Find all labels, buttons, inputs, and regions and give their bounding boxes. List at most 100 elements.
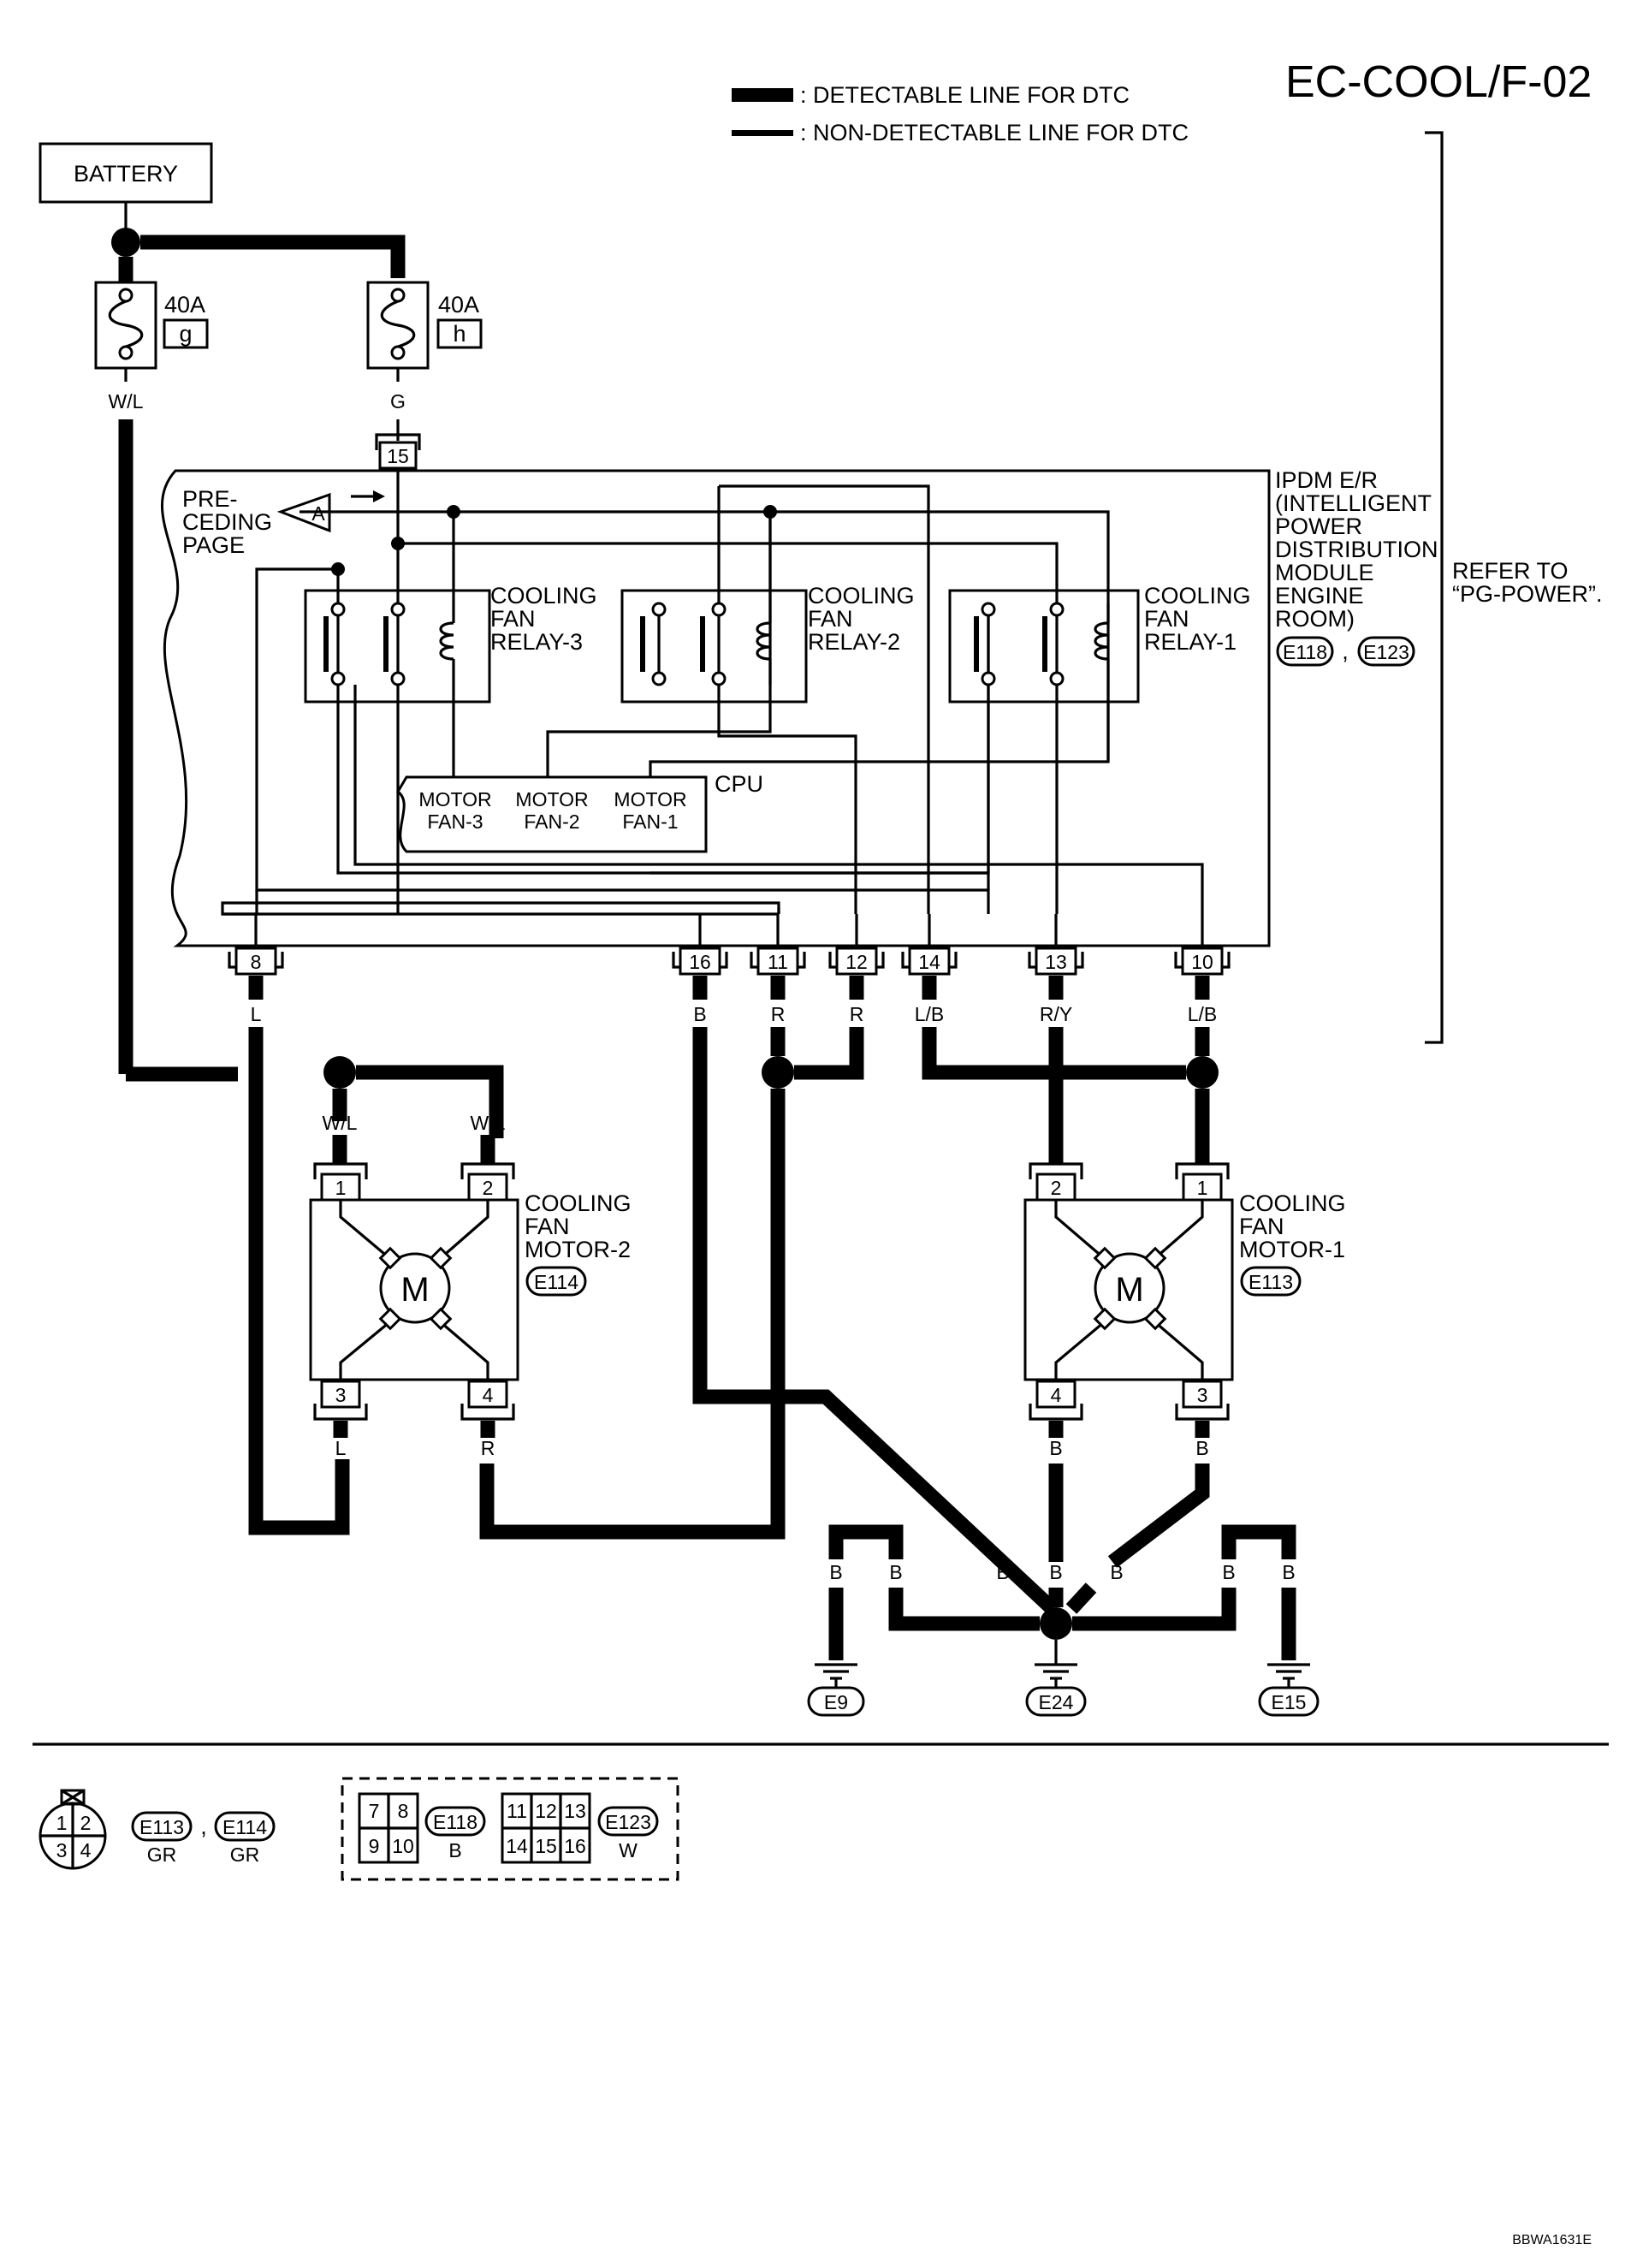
svg-text:15: 15 [535, 1835, 557, 1857]
svg-text:8: 8 [398, 1800, 409, 1822]
svg-text:W: W [619, 1839, 638, 1861]
cooling-fan-relay-1: COOLING FAN RELAY-1 [948, 583, 1251, 704]
wire-color-fuse-h: G [390, 390, 406, 413]
svg-text:COOLING: COOLING [808, 583, 915, 609]
svg-text:B: B [889, 1561, 902, 1583]
svg-text:FAN-1: FAN-1 [622, 810, 678, 833]
svg-text:ENGINE: ENGINE [1275, 583, 1364, 609]
svg-text:W/L: W/L [471, 1112, 506, 1134]
battery-box [39, 142, 213, 204]
svg-text:B: B [1282, 1561, 1295, 1583]
refer-bracket [1425, 131, 1444, 1044]
footer-code: BBWA1631E [1512, 2233, 1592, 2247]
svg-text:COOLING: COOLING [525, 1190, 632, 1216]
preceding-page-ref: PRE- CEDING PAGE A [182, 486, 385, 558]
ipdm-connector-e123: E123 [1363, 641, 1409, 663]
svg-text:8: 8 [251, 951, 262, 973]
wire-color-fuse-g: W/L [109, 390, 144, 413]
svg-text:2: 2 [80, 1812, 92, 1834]
svg-text:E24: E24 [1039, 1691, 1074, 1713]
svg-text:FAN-3: FAN-3 [427, 810, 483, 833]
refer-line-2: “PG-POWER”. [1452, 581, 1603, 607]
svg-text:R: R [771, 1003, 786, 1025]
svg-text:GR: GR [147, 1843, 177, 1866]
fuse-g-id: g [179, 321, 192, 347]
fuse-g-rating: 40A [164, 292, 205, 318]
svg-text:B: B [1049, 1561, 1062, 1583]
svg-text:A: A [311, 502, 325, 525]
svg-text:E113: E113 [1249, 1271, 1293, 1293]
svg-text:2: 2 [1051, 1177, 1062, 1199]
svg-text:MOTOR: MOTOR [418, 788, 491, 810]
svg-text:FAN: FAN [1239, 1214, 1284, 1239]
svg-text:1: 1 [56, 1812, 68, 1834]
svg-text:2: 2 [483, 1177, 494, 1199]
svg-text:R: R [481, 1437, 495, 1459]
svg-text:10: 10 [1191, 951, 1213, 973]
splice-lb [1186, 1056, 1219, 1089]
ground-e15: E15 [1258, 1663, 1320, 1717]
svg-text:15: 15 [387, 445, 409, 467]
svg-text:POWER: POWER [1275, 514, 1362, 539]
svg-text:DISTRIBUTION: DISTRIBUTION [1275, 537, 1438, 562]
svg-text:E15: E15 [1272, 1691, 1307, 1713]
ground-e9: E9 [807, 1663, 865, 1717]
svg-text:FAN: FAN [525, 1214, 570, 1239]
ipdm-label: IPDM E/R (INTELLIGENT POWER DISTRIBUTION… [1275, 467, 1438, 632]
svg-text:PAGE: PAGE [182, 532, 245, 558]
svg-text:R/Y: R/Y [1040, 1003, 1072, 1025]
fuse-h: 40A h G [366, 281, 483, 413]
svg-text:L: L [335, 1437, 347, 1459]
svg-text:16: 16 [689, 951, 711, 973]
svg-text:MOTOR: MOTOR [515, 788, 588, 810]
svg-text:13: 13 [1045, 951, 1067, 973]
svg-text:B: B [693, 1003, 706, 1025]
svg-text:GR: GR [230, 1843, 260, 1866]
svg-text:4: 4 [483, 1384, 494, 1406]
ground-splice [1040, 1607, 1072, 1640]
cooling-fan-motor-2: 1 2 M 3 4 COOLING FAN MOTOR-2 E114 [309, 1162, 632, 1421]
svg-text:10: 10 [392, 1835, 414, 1857]
svg-text:13: 13 [564, 1800, 586, 1822]
ipdm-module-outline [160, 469, 1271, 947]
terminal-12: 12 R [828, 947, 885, 1025]
svg-text:,: , [1342, 638, 1349, 664]
svg-text:12: 12 [845, 951, 868, 973]
svg-text:COOLING: COOLING [1144, 583, 1251, 609]
svg-text:FAN-2: FAN-2 [524, 810, 579, 833]
terminal-16: 16 B [672, 947, 728, 1025]
svg-text:9: 9 [369, 1835, 380, 1857]
svg-text:B: B [1222, 1561, 1235, 1583]
round-connector-view: 1 2 3 4 E113 GR , E114 GR [39, 1789, 276, 1870]
svg-text:MODULE: MODULE [1275, 560, 1374, 585]
svg-text:B: B [996, 1561, 1009, 1583]
ipdm-connector-e118: E118 [1283, 641, 1327, 663]
svg-text:B: B [1110, 1561, 1123, 1583]
svg-text:4: 4 [1051, 1384, 1062, 1406]
svg-text:COOLING: COOLING [1239, 1190, 1346, 1216]
svg-text:MOTOR: MOTOR [614, 788, 686, 810]
svg-text:12: 12 [535, 1800, 557, 1822]
svg-text:MOTOR-2: MOTOR-2 [525, 1237, 631, 1262]
svg-text:B: B [1195, 1437, 1208, 1459]
svg-text:B: B [1049, 1437, 1062, 1459]
legend-thick-swatch [732, 88, 793, 102]
svg-text:L/B: L/B [1188, 1003, 1218, 1025]
fuse-h-id: h [453, 321, 466, 347]
svg-text:E9: E9 [824, 1691, 848, 1713]
battery-label: BATTERY [74, 161, 178, 187]
ipdm-connector-view: 7 8 9 10 E118 B 11 12 13 14 15 16 E123 W [341, 1777, 679, 1881]
svg-text:L/B: L/B [915, 1003, 945, 1025]
svg-text:7: 7 [369, 1800, 380, 1822]
terminal-10: 10 L/B [1174, 947, 1231, 1025]
fuse-g: 40A g W/L [94, 281, 209, 413]
svg-text:1: 1 [1197, 1177, 1208, 1199]
svg-text:FAN: FAN [490, 606, 536, 632]
svg-text:3: 3 [335, 1384, 347, 1406]
svg-text:PRE-: PRE- [182, 486, 238, 512]
svg-text:M: M [400, 1271, 429, 1309]
svg-text:FAN: FAN [808, 606, 853, 632]
cooling-fan-motor-1: 2 1 M 4 3 COOLING FAN MOTOR-1 E113 [1023, 1162, 1346, 1421]
svg-text:ROOM): ROOM) [1275, 606, 1355, 632]
